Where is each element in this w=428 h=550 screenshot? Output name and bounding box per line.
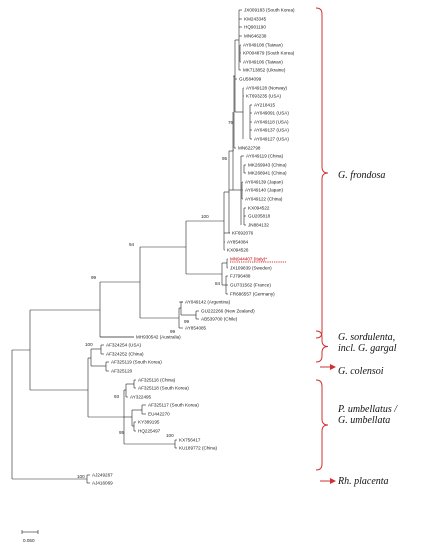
clade-brace xyxy=(315,330,329,363)
tip-label: AY049091 (USA) xyxy=(254,111,289,116)
clade-brace xyxy=(315,7,329,339)
bootstrap-value: 95 xyxy=(119,430,125,435)
tip-label: AY049142 (Argentina) xyxy=(185,300,231,305)
clade-label: G. frondosa xyxy=(338,170,385,181)
tip-labels: JX009183 (South Korea) KM243345HQ901190MN… xyxy=(92,8,295,486)
scale-bar-label: 0.050 xyxy=(23,538,35,543)
tip-label: FJ796488 xyxy=(230,274,251,279)
tip-label: AJ416069 xyxy=(92,481,113,486)
tip-label: AF325118 (South Korea) xyxy=(138,386,189,391)
tip-label: MN944407 (Italy)* xyxy=(230,257,267,262)
clade-brace xyxy=(315,379,329,471)
tip-label: AY049119 (China) xyxy=(246,154,284,159)
scale-bar: 0.050 xyxy=(21,530,39,543)
tip-label: KU189772 (China) xyxy=(179,446,218,451)
tip-label: AY854084 xyxy=(227,240,249,245)
tip-label: AF325117 (South Korea) xyxy=(148,403,199,408)
clade-label: G. sordulenta,incl. G. gargal xyxy=(338,332,397,354)
tip-label: GU731562 (France) xyxy=(230,283,271,288)
tip-label: AY049139 (Japan) xyxy=(245,180,283,185)
bootstrap-value: 100 xyxy=(85,342,93,347)
tip-label: AY322495 xyxy=(130,395,152,400)
tip-label: AY049128 (Norway) xyxy=(246,86,287,91)
tip-label: HQ225497 xyxy=(138,429,161,434)
tip-label: MN622798 xyxy=(238,146,261,151)
clade-label: G. colensoi xyxy=(338,366,384,377)
tip-label: AY049108 (Taiwan) xyxy=(243,43,283,48)
bootstrap-value: 76 xyxy=(228,120,234,125)
tip-label: AF324252 (China) xyxy=(106,352,144,357)
tip-label: AF325119 (South Korea) xyxy=(111,360,162,365)
tip-label: AY049137 (USA) xyxy=(254,128,289,133)
tip-label: HQ901190 xyxy=(244,25,266,30)
bootstrap-value: 99 xyxy=(91,275,97,280)
tip-label: MK713852 (Ukraine) xyxy=(243,68,286,73)
clade-label: Rh. placenta xyxy=(337,476,389,487)
tree-branches xyxy=(11,9,252,484)
tip-label: AF324254 (USA) xyxy=(106,343,141,348)
bootstrap-value: 99 xyxy=(184,319,190,324)
tip-label: MN646238 xyxy=(244,34,267,39)
tip-label: KP004879 (South Korea) xyxy=(243,51,295,56)
clade-arrow-head xyxy=(330,478,336,484)
tip-label: KX094526 xyxy=(227,248,249,253)
tip-label: JN884132 xyxy=(248,223,269,228)
tip-label: MK269943 (China) xyxy=(248,163,287,168)
tip-label: FR686557 (Germany) xyxy=(230,292,275,297)
tip-label: KX756417 xyxy=(179,438,201,443)
tip-label: JX009183 (South Korea) xyxy=(244,8,295,13)
bootstrap-value: 94 xyxy=(129,242,135,247)
tip-label: KM243345 xyxy=(244,17,267,22)
bootstrap-value: 100 xyxy=(77,474,85,479)
tip-label: GU584099 xyxy=(239,77,262,82)
tip-label: AF325116 (China) xyxy=(138,378,176,383)
tip-label: AY049118 (USA) xyxy=(254,120,289,125)
tip-label: EU442270 xyxy=(148,412,170,417)
tip-label: MH930542 (Australia) xyxy=(136,335,181,340)
bootstrap-value: 84 xyxy=(215,281,221,286)
bootstrap-value: 93 xyxy=(114,394,120,399)
tip-label: KF692076 xyxy=(232,231,254,236)
tip-label: AB539700 (Chile) xyxy=(201,317,238,322)
tip-label: AJ249267 xyxy=(92,473,113,478)
bootstrap-values: 76 95 100 84 94 99 99 99 100 93 95 100 100 xyxy=(77,120,234,479)
tip-label: AY218415 xyxy=(254,103,276,108)
clade-arrow-head xyxy=(330,364,336,370)
tip-label: JX109839 (Sweden) xyxy=(230,266,272,271)
bootstrap-value: 100 xyxy=(201,214,209,219)
clade-label: P. umbellatus /G. umbellata xyxy=(337,404,398,426)
tip-label: AY049140 (Japan) xyxy=(245,188,283,193)
tip-label: GU205818 xyxy=(248,214,271,219)
tip-label: AY049127 (USA) xyxy=(254,137,289,142)
tip-label: MK268941 (China) xyxy=(248,171,287,176)
tip-label: AY049106 (Taiwan) xyxy=(243,60,283,65)
bootstrap-value: 99 xyxy=(170,329,176,334)
tip-label: AY854085 xyxy=(185,326,207,331)
tip-label: KT693235 (USA) xyxy=(246,94,281,99)
tip-label: AF325120 xyxy=(111,369,133,374)
bootstrap-value: 95 xyxy=(222,156,228,161)
clade-annotations: G. frondosa G. sordulenta,incl. G. gargal… xyxy=(315,7,398,487)
bootstrap-value: 100 xyxy=(166,433,174,438)
tip-label: GU222266 (New Zealand) xyxy=(201,309,255,314)
tip-label: KY389195 xyxy=(138,420,160,425)
tip-label: KX094522 xyxy=(248,206,270,211)
tip-label: AY049122 (China) xyxy=(245,197,283,202)
